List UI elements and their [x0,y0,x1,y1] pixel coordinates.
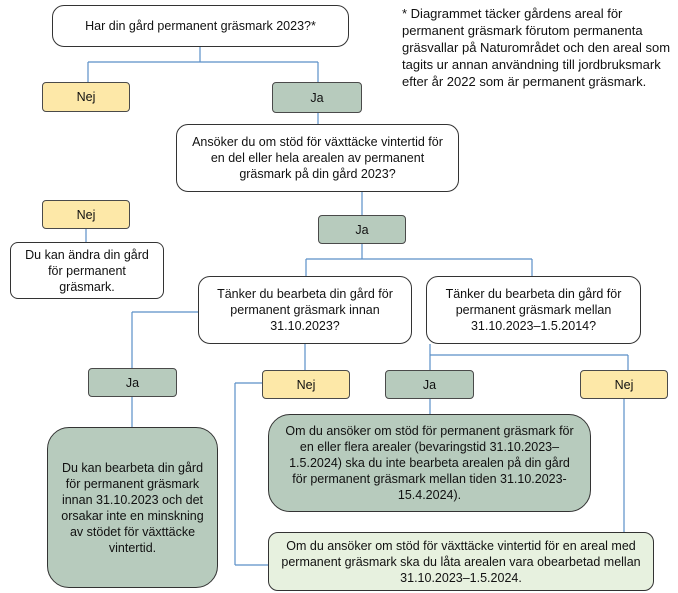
answer-no-3a: Nej [262,370,350,399]
answer-yes-3a: Ja [88,368,177,397]
answer-yes-2: Ja [318,215,406,244]
result-change-farm: Du kan ändra din gård för permanent gräs… [10,242,164,299]
answer-yes-3b: Ja [385,370,474,399]
answer-no-3b: Nej [580,370,668,399]
question-work-between: Tänker du bearbeta din gård för permanen… [426,276,641,344]
question-permanent-grassland: Har din gård permanent gräsmark 2023?* [52,5,349,47]
result-keep-unworked: Om du ansöker om stöd för växttäcke vint… [268,532,654,591]
footnote: * Diagrammet täcker gårdens areal för pe… [402,6,671,89]
question-work-before: Tänker du bearbeta din gård för permanen… [198,276,412,344]
question-winter-cover: Ansöker du om stöd för växttäcke vintert… [176,124,459,192]
answer-no-2: Nej [42,200,130,229]
answer-yes-1: Ja [272,82,362,113]
result-work-between: Om du ansöker om stöd för permanent gräs… [268,414,591,512]
answer-no-1: Nej [42,82,130,112]
result-work-before: Du kan bearbeta din gård för permanent g… [47,427,218,588]
